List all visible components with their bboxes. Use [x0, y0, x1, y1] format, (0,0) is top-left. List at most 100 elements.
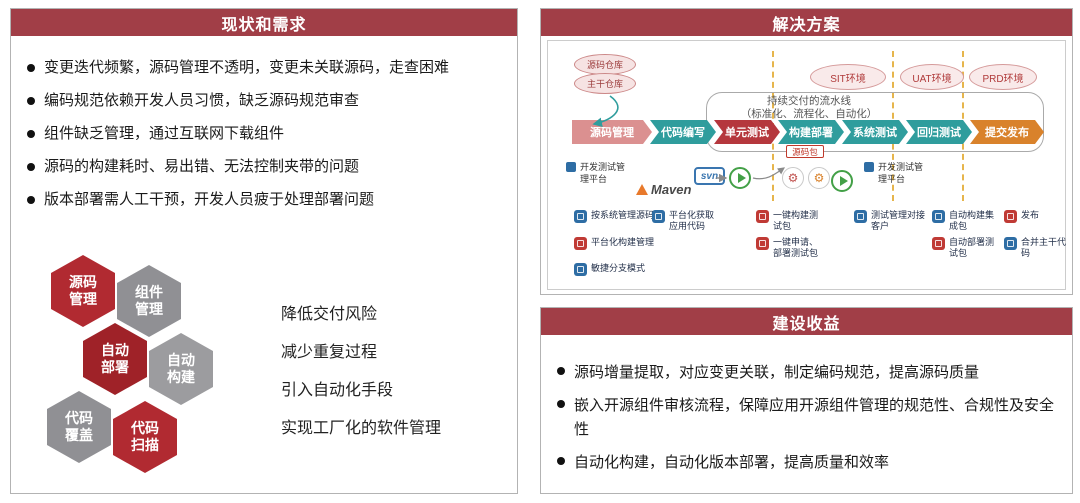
current-status-header: 现状和需求: [11, 9, 517, 36]
feature-label: 按系统管理源码: [591, 210, 655, 220]
status-bullet: 版本部署需人工干预，开发人员疲于处理部署问题: [27, 190, 505, 210]
hex-label-line: 自动: [167, 352, 195, 368]
bullet-dot-icon: [27, 130, 35, 138]
platform-left: 开发测试管理平台: [566, 161, 632, 185]
feature-icon: [652, 210, 665, 223]
stage-release: 提交发布: [970, 120, 1044, 144]
hex-label-line: 部署: [101, 359, 129, 375]
status-bullet-text: 变更迭代频繁，源码管理不透明，变更未关联源码，走查困难: [44, 59, 450, 76]
feature-label: 测试管理对接客户: [871, 210, 926, 231]
benefit-bullet-text: 源码增量提取，对应变更关联，制定编码规范，提高源码质量: [574, 364, 980, 381]
hex-code-coverage: 代码覆盖: [47, 391, 111, 463]
benefits-title: 建设收益: [772, 315, 841, 333]
platform-icon: [566, 162, 576, 172]
source-package-label: 源码包: [786, 145, 824, 158]
gear-glyph: ⚙: [787, 171, 799, 185]
feature-item: 测试管理对接客户: [854, 210, 927, 232]
hex-label-line: 管理: [69, 291, 97, 307]
feature-item: 自动部署测试包: [932, 237, 997, 259]
status-bullet-text: 组件缺乏管理，通过互联网下载组件: [44, 125, 285, 142]
feature-label: 自动构建集成包: [949, 210, 995, 231]
current-status-title: 现状和需求: [221, 16, 307, 34]
maven-tool: Maven: [636, 182, 691, 197]
benefits-bullet-list: 源码增量提取，对应变更关联，制定编码规范，提高源码质量 嵌入开源组件审核流程，保…: [541, 335, 1072, 475]
feature-item: 一键申请、部署测试包: [756, 237, 821, 259]
benefit-bullet: 自动化构建，自动化版本部署，提高质量和效率: [557, 451, 1060, 475]
hex-code-scan: 代码扫描: [113, 401, 177, 473]
build-gear-icon: ⚙: [782, 167, 804, 189]
stage-system-test: 系统测试: [842, 120, 908, 144]
bullet-dot-icon: [557, 400, 565, 408]
hex-label-line: 源码: [69, 274, 97, 290]
benefit-bullet-text: 嵌入开源组件审核流程，保障应用开源组件管理的规范性、合规性及安全性: [574, 397, 1055, 438]
hex-source-code-management: 源码管理: [51, 255, 115, 327]
stage-regression-test: 回归测试: [906, 120, 972, 144]
feature-item: 合并主干代码: [1004, 237, 1069, 259]
feature-item: 平台化构建管理: [574, 237, 655, 250]
solution-title: 解决方案: [772, 16, 841, 34]
benefit-bullet: 嵌入开源组件审核流程，保障应用开源组件管理的规范性、合规性及安全性: [557, 394, 1060, 442]
platform-icon: [864, 162, 874, 172]
status-bullet-list: 变更迭代频繁，源码管理不透明，变更未关联源码，走查困难 编码规范依赖开发人员习惯…: [11, 36, 517, 210]
feature-icon: [574, 237, 587, 250]
hex-auto-build: 自动构建: [149, 333, 213, 405]
env-uat-ellipse: UAT环境: [900, 64, 964, 90]
stage-build-deploy: 构建部署: [778, 120, 844, 144]
feature-icon: [932, 237, 945, 250]
feature-icon: [854, 210, 867, 223]
feature-icon: [756, 237, 769, 250]
hex-component-management: 组件管理: [117, 265, 181, 337]
feature-item: 一键构建测试包: [756, 210, 821, 232]
benefits-header: 建设收益: [541, 308, 1072, 335]
feature-icon: [932, 210, 945, 223]
feature-label: 一键构建测试包: [773, 210, 819, 231]
stage-unit-test: 单元测试: [714, 120, 780, 144]
hex-label-line: 管理: [135, 301, 163, 317]
solution-diagram: 源码仓库 主干仓库 SIT环境 UAT环境 PRD环境 持续交付的流水线 （标准…: [547, 40, 1066, 290]
panel-solution: 解决方案 源码仓库 主干仓库 SIT环境 UAT环境 PRD环境 持续交付的流水…: [540, 8, 1073, 295]
status-bullet-text: 版本部署需人工干预，开发人员疲于处理部署问题: [44, 191, 375, 208]
feature-label: 平台化构建管理: [591, 237, 655, 247]
feature-label: 自动部署测试包: [949, 237, 995, 258]
env-prd-ellipse: PRD环境: [969, 64, 1037, 90]
pipeline-title-line2: （标准化、流程化、自动化）: [740, 108, 878, 120]
feature-icon: [1004, 237, 1017, 250]
status-bullet: 变更迭代频繁，源码管理不透明，变更未关联源码，走查困难: [27, 58, 505, 78]
bullet-dot-icon: [27, 97, 35, 105]
panel-benefits: 建设收益 源码增量提取，对应变更关联，制定编码规范，提高源码质量 嵌入开源组件审…: [540, 307, 1073, 494]
hex-label-line: 覆盖: [65, 427, 93, 443]
hex-label-line: 代码: [131, 420, 159, 436]
platform-right-label: 开发测试管理平台: [878, 162, 924, 184]
bullet-dot-icon: [557, 367, 565, 375]
maven-icon: [636, 184, 648, 195]
feature-label: 一键申请、部署测试包: [773, 237, 819, 258]
pipeline-title-line1: 持续交付的流水线: [767, 95, 851, 107]
goal-item: 引入自动化手段: [281, 382, 394, 399]
svn-tool: svn: [694, 167, 725, 185]
feature-item: 自动构建集成包: [932, 210, 997, 232]
bullet-dot-icon: [27, 163, 35, 171]
feature-item: 敏捷分支模式: [574, 263, 655, 276]
stage-source-management: 源码管理: [572, 120, 652, 144]
status-bullet: 编码规范依赖开发人员习惯，缺乏源码规范审查: [27, 91, 505, 111]
stage-coding: 代码编写: [650, 120, 716, 144]
feature-icon: [756, 210, 769, 223]
feature-item: 按系统管理源码: [574, 210, 655, 223]
hex-label-line: 自动: [101, 342, 129, 358]
hex-label-line: 构建: [167, 369, 195, 385]
status-bullet-text: 源码的构建耗时、易出错、无法控制夹带的问题: [44, 158, 360, 175]
goal-list: 降低交付风险 减少重复过程 引入自动化手段 实现工厂化的软件管理: [281, 296, 441, 448]
benefit-bullet: 源码增量提取，对应变更关联，制定编码规范，提高源码质量: [557, 361, 1060, 385]
run-deploy-play-icon: [831, 170, 853, 192]
status-bullet: 组件缺乏管理，通过互联网下载组件: [27, 124, 505, 144]
status-bullet-text: 编码规范依赖开发人员习惯，缺乏源码规范审查: [44, 92, 360, 109]
feature-label: 发布: [1021, 210, 1040, 220]
env-sit-ellipse: SIT环境: [810, 64, 886, 90]
feature-item: 平台化获取应用代码: [652, 210, 717, 232]
solution-header: 解决方案: [541, 9, 1072, 36]
feature-label: 平台化获取应用代码: [669, 210, 715, 231]
run-pipeline-play-icon: [729, 167, 751, 189]
platform-left-label: 开发测试管理平台: [580, 162, 626, 184]
trunk-repo-ellipse: 主干仓库: [574, 73, 636, 94]
